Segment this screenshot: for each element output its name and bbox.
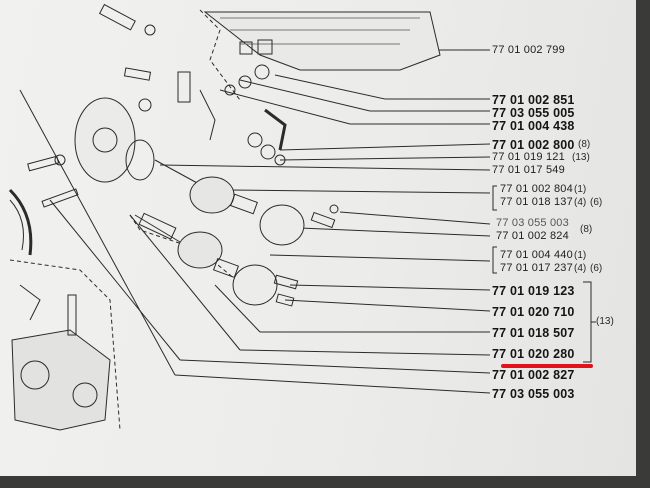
group-quantity: (8)	[580, 224, 593, 235]
part-number: 77 01 004 438	[492, 119, 575, 133]
part-number: 77 01 020 710	[492, 305, 575, 319]
part-number: 77 01 004 440	[500, 249, 573, 261]
exploded-parts-diagram	[8, 3, 596, 431]
part-number: 77 03 055 003	[496, 217, 569, 229]
group-quantity: (6)	[590, 197, 603, 208]
part-number: 77 01 002 800	[492, 138, 575, 152]
part-number: 77 01 002 799	[492, 44, 565, 56]
part-quantity: (1)	[574, 250, 587, 261]
part-quantity: (4)	[574, 263, 587, 274]
part-number: 77 01 017 549	[492, 164, 565, 176]
group-quantity: (13)	[596, 316, 614, 327]
part-quantity: (4)	[574, 197, 587, 208]
highlight-underline	[501, 364, 593, 368]
part-number: 77 01 019 121	[492, 151, 565, 163]
part-number: 77 01 019 123	[492, 284, 575, 298]
part-number: 77 03 055 003	[492, 387, 575, 401]
part-quantity: (1)	[574, 184, 587, 195]
part-quantity: (8)	[578, 139, 591, 150]
part-number: 77 01 002 851	[492, 93, 575, 107]
part-number: 77 01 018 137	[500, 196, 573, 208]
part-quantity: (13)	[572, 152, 590, 163]
part-number: 77 01 018 507	[492, 326, 575, 340]
part-number-highlighted: 77 01 020 280	[492, 347, 575, 361]
part-number: 77 03 055 005	[492, 106, 575, 120]
parts-catalog-page: 77 01 002 799 77 01 002 851 77 03 055 00…	[0, 0, 636, 476]
part-number: 77 01 002 804	[500, 183, 573, 195]
part-number: 77 01 002 824	[496, 230, 569, 242]
part-number: 77 01 017 237	[500, 262, 573, 274]
group-quantity: (6)	[590, 263, 603, 274]
part-number: 77 01 002 827	[492, 368, 575, 382]
